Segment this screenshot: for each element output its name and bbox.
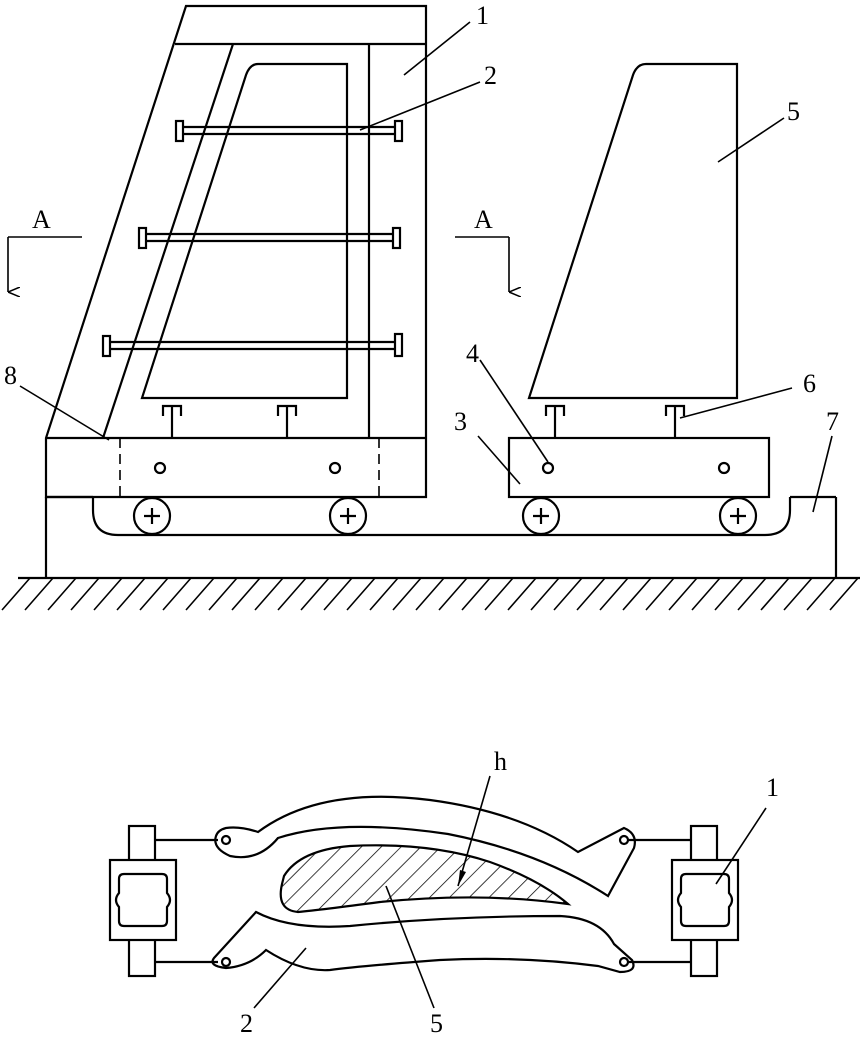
carriage-pin-right [717, 461, 731, 475]
ground-hatch-line [714, 577, 744, 611]
frame-support-posts [161, 404, 298, 438]
ground-hatch-line [530, 577, 560, 611]
ground-hatch-line [185, 577, 215, 611]
label-frame-section: 1 [766, 773, 779, 802]
upper-jaw-pivot-left [220, 834, 232, 846]
ground-hatch-line [668, 577, 698, 611]
ground-hatch-line [369, 577, 399, 611]
ground-hatch-line [599, 577, 629, 611]
wheel-3 [521, 496, 561, 536]
frame [44, 4, 428, 499]
wheels [132, 496, 758, 536]
support-posts [544, 404, 686, 438]
ground-hatch-line [70, 577, 100, 611]
blade-section [279, 844, 572, 914]
ground-hatch-line [392, 577, 422, 611]
label-carriage: 3 [454, 407, 467, 436]
label-clamp-bar-section: 2 [240, 1009, 253, 1038]
clamp-bar-3 [101, 332, 404, 358]
section-marker-left: A [8, 205, 82, 292]
ground-hatch-line [323, 577, 353, 611]
section-label-right: A [474, 205, 493, 234]
ground-hatching [1, 577, 859, 611]
ground-hatch-line [507, 577, 537, 611]
ground-hatch-line [116, 577, 146, 611]
upper-jaw-pivot-right [618, 834, 630, 846]
ground-hatch-line [346, 577, 376, 611]
ground-hatch-line [231, 577, 261, 611]
section-label-left: A [32, 205, 51, 234]
carriage [507, 436, 771, 499]
section-marker-right: A [455, 205, 509, 292]
locating-pin-right [328, 461, 342, 475]
ground-hatch-line [691, 577, 721, 611]
gap-indicator: h [457, 747, 507, 887]
ground-hatch-line [461, 577, 491, 611]
ground-hatch-line [300, 577, 330, 611]
wheel-1 [132, 496, 172, 536]
ground-hatch-line [415, 577, 445, 611]
ground-hatch-line [162, 577, 192, 611]
label-support-post: 6 [803, 369, 816, 398]
label-locating-pin: 8 [4, 361, 17, 390]
label-clamp-bar: 2 [484, 61, 497, 90]
ground-hatch-line [737, 577, 767, 611]
left-clamp-block [108, 824, 218, 978]
ground-hatch-line [438, 577, 468, 611]
clamp-bars [101, 119, 404, 358]
label-rail-base: 7 [826, 407, 839, 436]
blade-in-frame [140, 62, 349, 400]
ground-hatch-line [760, 577, 790, 611]
lower-clamp-jaw [211, 910, 635, 974]
wheel-2 [328, 496, 368, 536]
label-frame: 1 [476, 1, 489, 30]
ground-hatch-line [93, 577, 123, 611]
label-blade: 5 [787, 97, 800, 126]
pin [541, 461, 555, 475]
ground-hatch-line [139, 577, 169, 611]
ground-hatch-line [806, 577, 836, 611]
lower-jaw-pivot-left [220, 956, 232, 968]
ground-hatch-line [1, 577, 31, 611]
leaders-bottom: 1 2 5 [240, 773, 779, 1038]
label-pin: 4 [466, 339, 479, 368]
wheel-4 [718, 496, 758, 536]
ground-hatch-line [576, 577, 606, 611]
ground-hatch-line [553, 577, 583, 611]
ground [1, 576, 860, 611]
ground-hatch-line [254, 577, 284, 611]
ground-hatch-line [622, 577, 652, 611]
ground-hatch-line [829, 577, 859, 611]
ground-hatch-line [277, 577, 307, 611]
lower-jaw-pivot-right [618, 956, 630, 968]
rail-base [44, 495, 838, 578]
label-gap: h [494, 747, 507, 776]
clamp-bar-2 [137, 226, 402, 250]
ground-hatch-line [24, 577, 54, 611]
leaders-top: 1 2 5 6 4 3 7 8 [4, 1, 839, 513]
right-clamp-block [628, 824, 740, 978]
ground-hatch-line [484, 577, 514, 611]
upper-clamp-jaw [214, 795, 636, 898]
ground-hatch-line [47, 577, 77, 611]
clamp-bar-1 [174, 119, 404, 143]
ground-hatch-line [783, 577, 813, 611]
blade [527, 62, 739, 400]
label-blade-section: 5 [430, 1009, 443, 1038]
ground-hatch-line [208, 577, 238, 611]
ground-hatch-line [645, 577, 675, 611]
locating-pin-left [153, 461, 167, 475]
